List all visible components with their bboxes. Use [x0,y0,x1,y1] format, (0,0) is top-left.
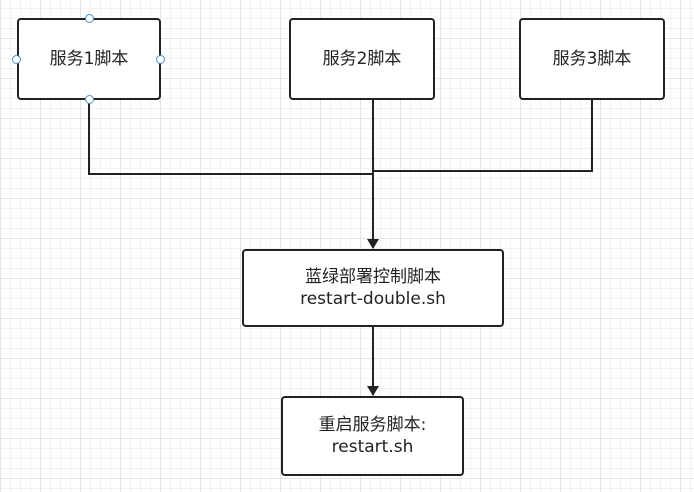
service3-script-node[interactable]: 服务3脚本 [519,18,665,100]
connector-service1-to-controller[interactable] [88,100,373,175]
restart-service-node[interactable]: 重启服务脚本: restart.sh [281,396,464,476]
selection-handle-right[interactable] [156,55,165,64]
selection-handle-left[interactable] [12,55,21,64]
controller-title: 蓝绿部署控制脚本 [305,267,441,287]
selection-handle-top[interactable] [85,14,94,23]
service1-script-label: 服务1脚本 [49,49,129,69]
service2-script-node[interactable]: 服务2脚本 [289,18,435,100]
service3-script-label: 服务3脚本 [552,49,632,69]
blue-green-controller-node[interactable]: 蓝绿部署控制脚本 restart-double.sh [242,249,504,327]
connector-service3-to-controller[interactable] [373,100,593,172]
selection-handle-bottom[interactable] [85,95,94,104]
controller-filename: restart-double.sh [300,289,446,309]
service2-script-label: 服务2脚本 [322,49,402,69]
service1-script-node[interactable]: 服务1脚本 [17,18,161,100]
restart-title: 重启服务脚本: [318,415,427,435]
restart-filename: restart.sh [331,437,414,457]
